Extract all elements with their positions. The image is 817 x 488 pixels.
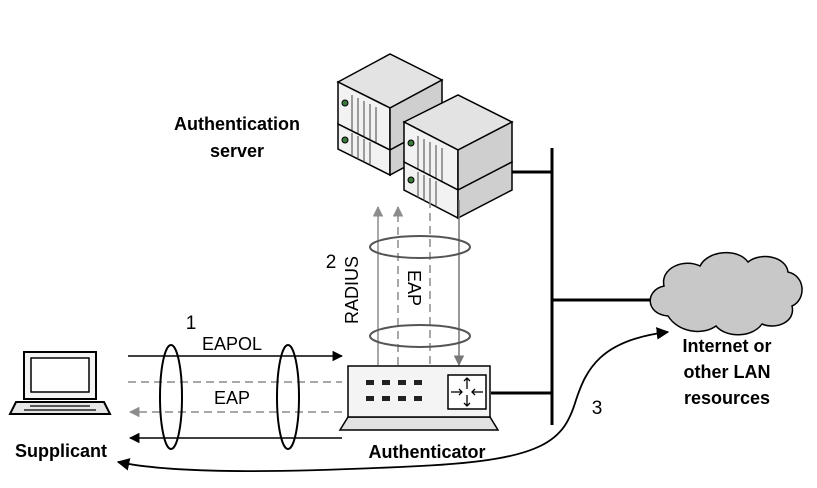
supplicant-label: Supplicant [15, 441, 107, 461]
eap-vertical-label: EAP [404, 270, 424, 306]
laptop-icon [8, 351, 112, 415]
server-unit [336, 53, 444, 152]
eap-label: EAP [214, 388, 250, 408]
cloud-icon [649, 251, 803, 336]
internet-label-line1: Internet or [682, 336, 771, 356]
tunnel-ring-left [159, 344, 183, 450]
backbone-bus [491, 148, 655, 425]
internet-label-line3: resources [684, 388, 770, 408]
server-rack-icon [336, 53, 514, 220]
auth-server-label-line2: server [210, 141, 264, 161]
tunnel-ring-right [276, 344, 300, 450]
switch-icon [338, 365, 500, 431]
tunnel-ring-top [369, 235, 471, 259]
radius-label: RADIUS [342, 256, 362, 324]
tunnel-ring-bottom [369, 324, 471, 348]
auth-server-label-line1: Authentication [174, 114, 300, 134]
server-unit [403, 160, 513, 220]
step-1-number: 1 [186, 313, 197, 334]
step-2-number: 2 [326, 252, 337, 273]
internet-label-line2: other LAN [684, 362, 771, 382]
eapol-label: EAPOL [202, 334, 262, 354]
step-3-number: 3 [592, 398, 603, 419]
authenticator-label: Authenticator [369, 442, 486, 462]
access-granted-curve [116, 327, 670, 473]
